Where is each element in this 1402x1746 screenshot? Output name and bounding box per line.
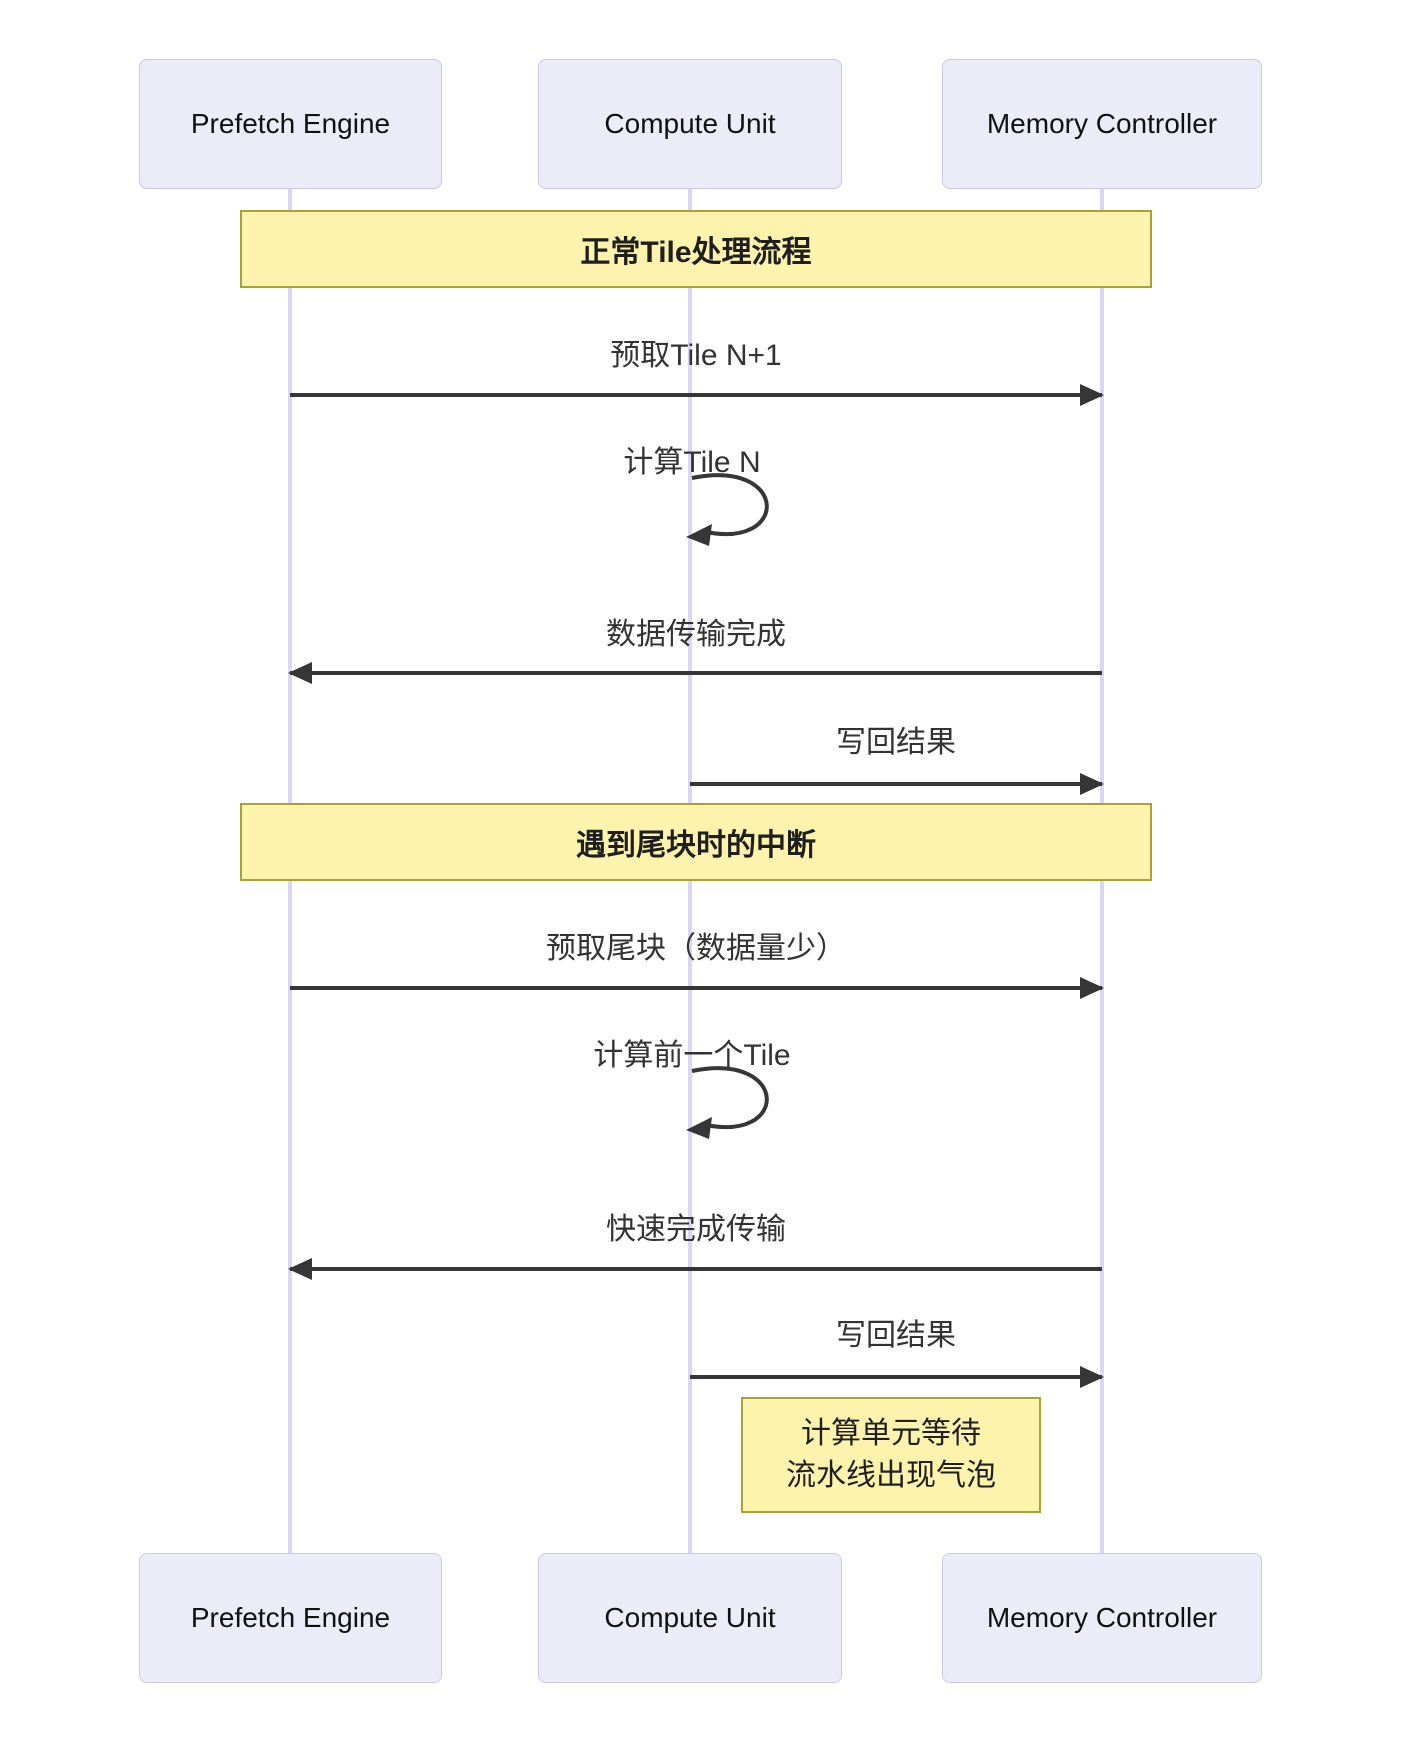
section-title: 遇到尾块时的中断 — [576, 829, 816, 862]
note-line-2: 流水线出现气泡 — [786, 1459, 996, 1492]
message-label-7: 快速完成传输 — [606, 1213, 786, 1246]
arrow-line — [290, 393, 1102, 397]
arrowhead-right-icon — [1080, 773, 1104, 795]
arrow-line — [290, 1267, 1102, 1271]
arrow-line — [290, 986, 1102, 990]
arrowhead-left-icon — [686, 1117, 712, 1139]
arrowhead-left-icon — [288, 1258, 312, 1280]
participant-bottom-compute-unit: Compute Unit — [538, 1553, 842, 1683]
arrow-line — [290, 671, 1102, 675]
message-label-3: 数据传输完成 — [606, 618, 786, 651]
note-line-1: 计算单元等待 — [801, 1417, 981, 1450]
message-label-8: 写回结果 — [836, 1319, 956, 1352]
participant-label: Memory Controller — [986, 108, 1218, 139]
message-label-1: 预取Tile N+1 — [610, 339, 782, 372]
participant-label: Prefetch Engine — [190, 108, 391, 139]
note-box: 计算单元等待 流水线出现气泡 — [741, 1397, 1041, 1513]
self-loop-path — [691, 473, 769, 537]
self-loop-path — [691, 1066, 769, 1130]
participant-bottom-prefetch-engine: Prefetch Engine — [139, 1553, 442, 1683]
arrow-line — [690, 782, 1102, 786]
participant-top-prefetch-engine: Prefetch Engine — [139, 59, 442, 189]
message-label-5: 预取尾块（数据量少） — [546, 932, 846, 965]
message-label-2: 计算Tile N — [623, 446, 761, 479]
arrowhead-right-icon — [1080, 977, 1104, 999]
message-label-4: 写回结果 — [836, 726, 956, 759]
arrowhead-left-icon — [686, 524, 712, 546]
self-loop-arrow-2 — [686, 1066, 769, 1139]
arrowhead-right-icon — [1080, 1366, 1104, 1388]
participant-label: Compute Unit — [604, 108, 776, 139]
participant-top-memory-controller: Memory Controller — [942, 59, 1262, 189]
arrowhead-right-icon — [1080, 384, 1104, 406]
participant-label: Memory Controller — [986, 1602, 1218, 1633]
participant-bottom-memory-controller: Memory Controller — [942, 1553, 1262, 1683]
participant-label: Compute Unit — [604, 1602, 776, 1633]
participant-label: Prefetch Engine — [190, 1602, 391, 1633]
section-title: 正常Tile处理流程 — [580, 236, 812, 269]
section-banner-tail-block: 遇到尾块时的中断 — [240, 803, 1152, 881]
participant-top-compute-unit: Compute Unit — [538, 59, 842, 189]
message-label-6: 计算前一个Tile — [593, 1039, 791, 1072]
self-loop-arrow-1 — [686, 473, 769, 546]
arrowhead-left-icon — [288, 662, 312, 684]
arrow-line — [690, 1375, 1102, 1379]
section-banner-normal-flow: 正常Tile处理流程 — [240, 210, 1152, 288]
